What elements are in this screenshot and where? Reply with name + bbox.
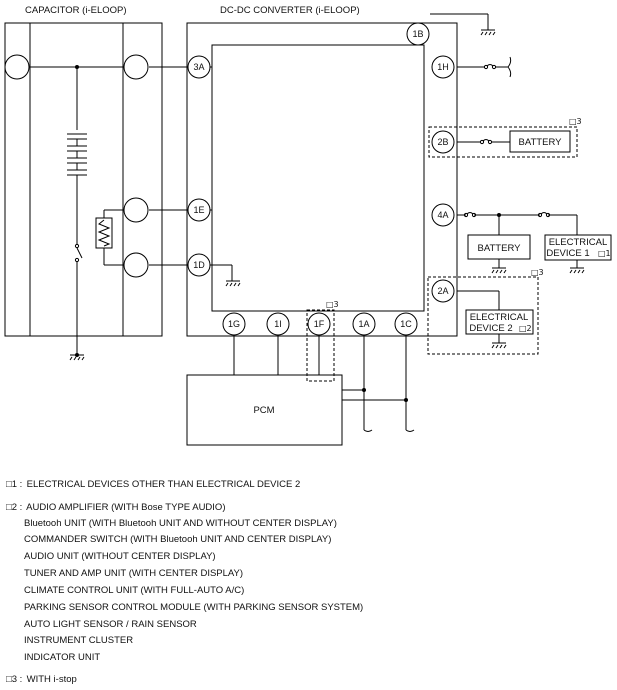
ground-icon — [225, 280, 241, 287]
ground-icon — [491, 267, 507, 274]
electrical-device-1-box — [544, 234, 612, 261]
connector-2b — [431, 130, 455, 154]
connector-1h — [431, 55, 455, 79]
pin-1g: 1G — [228, 319, 240, 329]
connector-1e — [187, 198, 211, 222]
connector-3a — [187, 55, 211, 79]
battery-aux-label: BATTERY — [478, 243, 522, 254]
ground-icon — [480, 29, 496, 36]
converter-inner-box — [211, 44, 425, 312]
note-2: □2 : AUDIO AMPLIFIER (WITH Bose TYPE AUD… — [6, 500, 226, 517]
battery-main-label: BATTERY — [519, 137, 563, 148]
connector-1g — [222, 312, 246, 336]
mark3-1f: □3 — [326, 300, 339, 309]
dashed-box-2a — [427, 276, 539, 355]
connector-1i — [266, 312, 290, 336]
note-3-key: □3 : — [6, 674, 23, 685]
pin-3a: 3A — [193, 62, 204, 72]
converter-title: DC-DC CONVERTER (i-ELOOP) — [220, 5, 360, 16]
note-2-item: CLIMATE CONTROL UNIT (WITH FULL-AUTO A/C… — [24, 585, 245, 596]
note-2-item: INDICATOR UNIT — [24, 652, 101, 663]
ed1-line2: DEVICE 1 — [546, 248, 589, 259]
pin-1b: 1B — [412, 29, 423, 39]
note-1-key: □1 : — [6, 479, 23, 490]
capacitor-box — [4, 22, 163, 337]
connector-1a — [352, 312, 376, 336]
dashed-box-1f — [306, 309, 335, 382]
note-1: □1 : ELECTRICAL DEVICES OTHER THAN ELECT… — [6, 477, 300, 494]
note-2-item: TUNER AND AMP UNIT (WITH CENTER DISPLAY) — [24, 568, 244, 579]
battery-aux-box — [467, 234, 531, 260]
note-2-item: AUDIO UNIT (WITHOUT CENTER DISPLAY) — [24, 551, 216, 562]
note-2-item: INSTRUMENT CLUSTER — [24, 635, 134, 646]
note-2-item: COMMANDER SWITCH (WITH Bluetooh UNIT AND… — [24, 534, 332, 545]
note-2-item: Bluetooh UNIT (WITH Bluetooh UNIT AND WI… — [24, 518, 337, 529]
dashed-box-2b — [428, 126, 578, 158]
pcm-label: PCM — [253, 405, 274, 416]
note-2-key: □2 : — [6, 502, 23, 513]
note-1-text: ELECTRICAL DEVICES OTHER THAN ELECTRICAL… — [26, 479, 301, 490]
legend-notes: □1 : ELECTRICAL DEVICES OTHER THAN ELECT… — [0, 470, 617, 690]
pin-1h: 1H — [437, 62, 449, 72]
capacitor-title: CAPACITOR (i-ELOOP) — [25, 5, 127, 16]
pin-1i: 1I — [274, 319, 282, 329]
electrical-device-2-box — [465, 309, 534, 335]
ed2-mark: □2 — [519, 324, 532, 333]
pcm-box — [186, 374, 343, 446]
pin-4a: 4A — [437, 210, 448, 220]
note-2-item-0: AUDIO AMPLIFIER (WITH Bose TYPE AUDIO) — [26, 502, 226, 513]
battery-main-box — [509, 130, 571, 153]
connector-1b — [406, 22, 430, 46]
resistor-icon — [95, 217, 113, 249]
pin-1a: 1A — [358, 319, 369, 329]
mark3-2a: □3 — [531, 268, 544, 277]
wiring-diagram: 3A 1E 1D 1B 1H 2B 4A 2A 1G 1I 1F 1A 1C C… — [4, 5, 612, 446]
connector-1d — [187, 253, 211, 277]
converter-box — [186, 22, 458, 337]
connector-2a — [431, 279, 455, 303]
connector-1c — [394, 312, 418, 336]
pin-1f: 1F — [314, 319, 325, 329]
note-3: □3 : WITH i-stop — [6, 672, 77, 689]
note-3-text: WITH i-stop — [26, 674, 77, 685]
connector-4a — [431, 203, 455, 227]
pin-1e: 1E — [193, 205, 204, 215]
mark3-2b: □3 — [569, 117, 582, 126]
ed2-line2: DEVICE 2 — [469, 323, 512, 334]
pin-1c: 1C — [400, 319, 412, 329]
ed1-mark: □1 — [598, 249, 611, 258]
ground-icon — [491, 342, 507, 349]
ground-icon — [569, 267, 585, 274]
pin-2a: 2A — [437, 286, 448, 296]
note-2-item: PARKING SENSOR CONTROL MODULE (WITH PARK… — [24, 602, 364, 613]
connector-1f — [307, 312, 331, 336]
ed1-line1: ELECTRICAL — [549, 237, 608, 248]
pin-2b: 2B — [437, 137, 448, 147]
ed2-line1: ELECTRICAL — [470, 312, 529, 323]
note-2-item: AUTO LIGHT SENSOR / RAIN SENSOR — [24, 619, 197, 630]
ground-icon — [69, 354, 85, 361]
pin-1d: 1D — [193, 260, 205, 270]
